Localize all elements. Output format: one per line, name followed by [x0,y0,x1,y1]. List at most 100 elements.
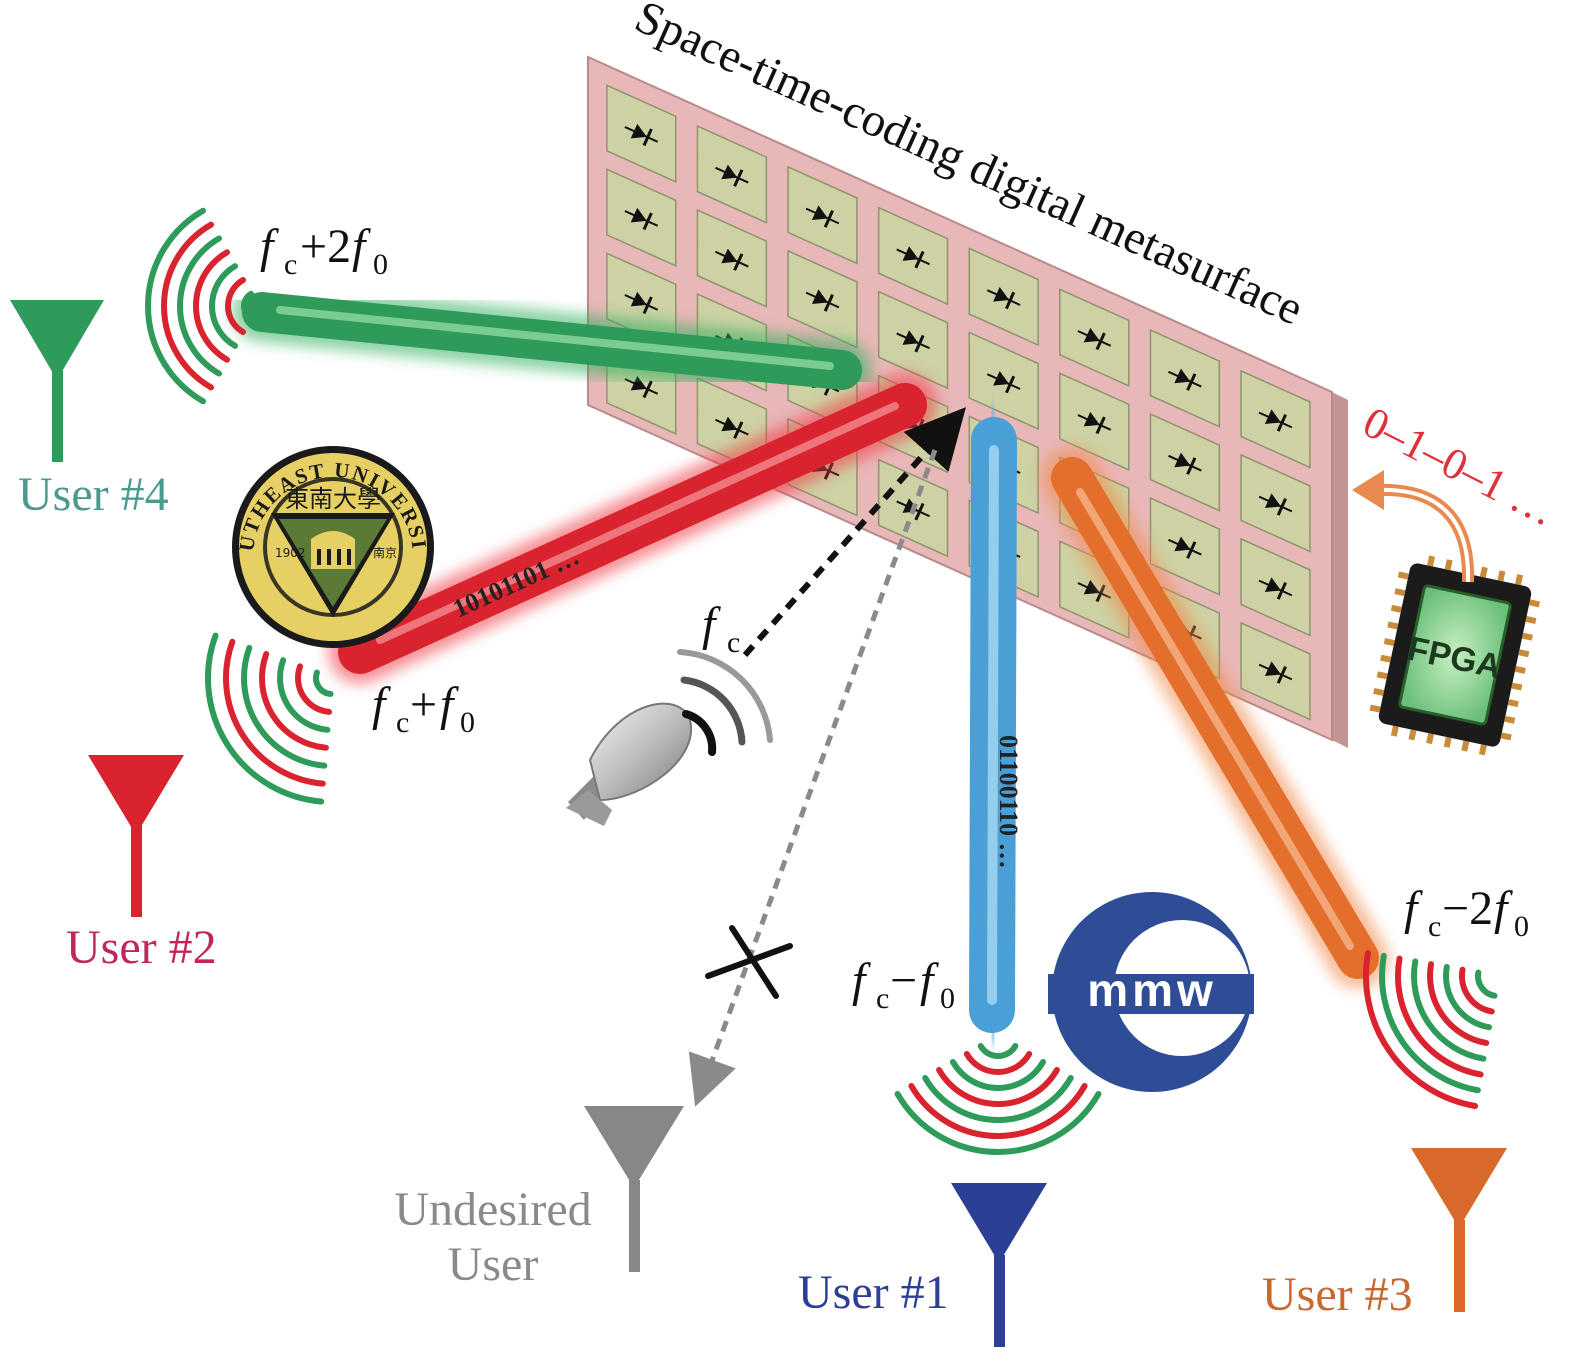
diode-icon [1077,411,1112,435]
metasurface-cell [1149,412,1221,512]
metasurface-cell [606,168,677,267]
user2-antenna-icon [88,755,184,917]
svg-text:c: c [876,982,889,1015]
fpga-controller: FPGA [1352,470,1540,756]
metasurface-cell [1240,453,1311,553]
diode-icon [805,289,840,312]
fpga-pins [1369,555,1540,756]
svg-text:c: c [396,706,409,739]
metasurface-cell [606,84,677,183]
user3-antenna-icon [1411,1148,1507,1312]
label-fc-incident: f c [702,598,740,659]
metasurface-cell [1059,372,1130,471]
svg-text:0: 0 [940,982,955,1015]
metasurface-cell [696,208,768,308]
diode-icon [1168,452,1202,475]
svg-text:f: f [440,678,459,731]
label-freq-orange: f c −2 f 0 [1404,882,1529,943]
incident-wave-arrow [742,407,966,657]
undesired-user-label-line2: User [448,1238,539,1291]
metasurface-cell [1240,537,1311,637]
metasurface-cell [696,124,768,224]
user3-label: User #3 [1262,1268,1413,1321]
metasurface-cell [787,165,858,265]
svg-text:+: + [410,678,437,731]
diode-icon [715,416,749,439]
diode-icon [896,246,930,269]
fpga-arrow-head [1352,470,1384,510]
svg-text:−2: −2 [1442,882,1493,935]
svg-text:0: 0 [1514,910,1529,943]
svg-text:f: f [702,598,721,651]
coding-sequence: 0–1–0–1 … [1355,397,1563,536]
svg-text:f: f [1404,882,1423,935]
svg-text:0: 0 [460,706,475,739]
svg-text:f: f [260,220,279,273]
svg-text:f: f [1494,882,1513,935]
svg-text:f: f [920,954,939,1007]
user1-label: User #1 [798,1266,949,1319]
diode-icon [624,207,659,231]
svg-text:c: c [727,626,740,659]
svg-text:f: f [372,678,391,731]
metasurface-cell [1149,328,1221,428]
label-freq-red: f c + f 0 [372,678,475,739]
svg-text:0: 0 [373,248,388,281]
svg-text:f: f [352,220,371,273]
metasurface-cell [1240,369,1311,469]
diode-icon [805,205,840,228]
source-wave-icon [677,649,773,756]
diode-icon [624,291,659,315]
user3-wave-icon [1363,950,1498,1109]
undesired-user-antenna-icon [584,1106,684,1272]
diode-icon [1168,368,1202,391]
horn-antenna-icon [566,702,693,826]
user4-wave-icon [145,207,254,405]
blocked-cross-icon [705,925,793,999]
metasurface-cell [1149,496,1221,596]
diode-icon [986,371,1021,394]
diode-icon [1168,536,1202,559]
diode-icon [1258,661,1293,684]
mmw-lab-logo: mmw [1048,892,1254,1092]
beam-green [232,282,872,400]
user1-wave-icon [894,1043,1102,1155]
diode-icon [1258,577,1293,600]
diode-icon [1258,409,1293,432]
user1-antenna-icon [951,1183,1047,1347]
svg-text:c: c [284,248,297,281]
metasurface-cell [877,206,949,306]
seal-city: 南京 [373,545,397,560]
mmw-logo-text: mmw [1087,964,1217,1016]
undesired-user-label-line1: Undesired [394,1183,591,1236]
user4-label: User #4 [18,468,169,521]
beam-orange [1041,447,1389,989]
diode-icon [715,248,749,271]
seal-year: 1902 [275,546,306,560]
metasurface-cell [1059,288,1130,387]
diode-icon [624,375,659,399]
metasurface-cell [877,290,949,390]
svg-text:f: f [852,954,871,1007]
svg-text:+2: +2 [300,220,351,273]
diode-icon [1077,327,1112,351]
metasurface-cell [1240,621,1311,721]
southeast-university-seal: SOUTHEAST UNIVERSITY 東南大學 1902 南京 [232,446,434,648]
beam-red: 10101101 … [328,373,937,684]
beam-blue: 01100110 … [958,406,1028,1044]
user2-label: User #2 [66,921,217,974]
svg-text:c: c [1428,910,1441,943]
label-freq-blue: f c − f 0 [852,954,955,1015]
user2-wave-icon [205,632,334,805]
metasurface-cell [968,331,1039,431]
diode-icon [896,330,930,353]
user4-antenna-icon [10,300,104,462]
beam-blue-bits: 01100110 … [994,735,1023,869]
label-freq-green: f c +2 f 0 [260,220,388,281]
fpga-chip-face [1398,584,1512,726]
diode-icon [715,164,749,187]
diode-icon [986,287,1021,310]
diode-icon [1258,493,1293,516]
svg-text:−: − [890,954,917,1007]
